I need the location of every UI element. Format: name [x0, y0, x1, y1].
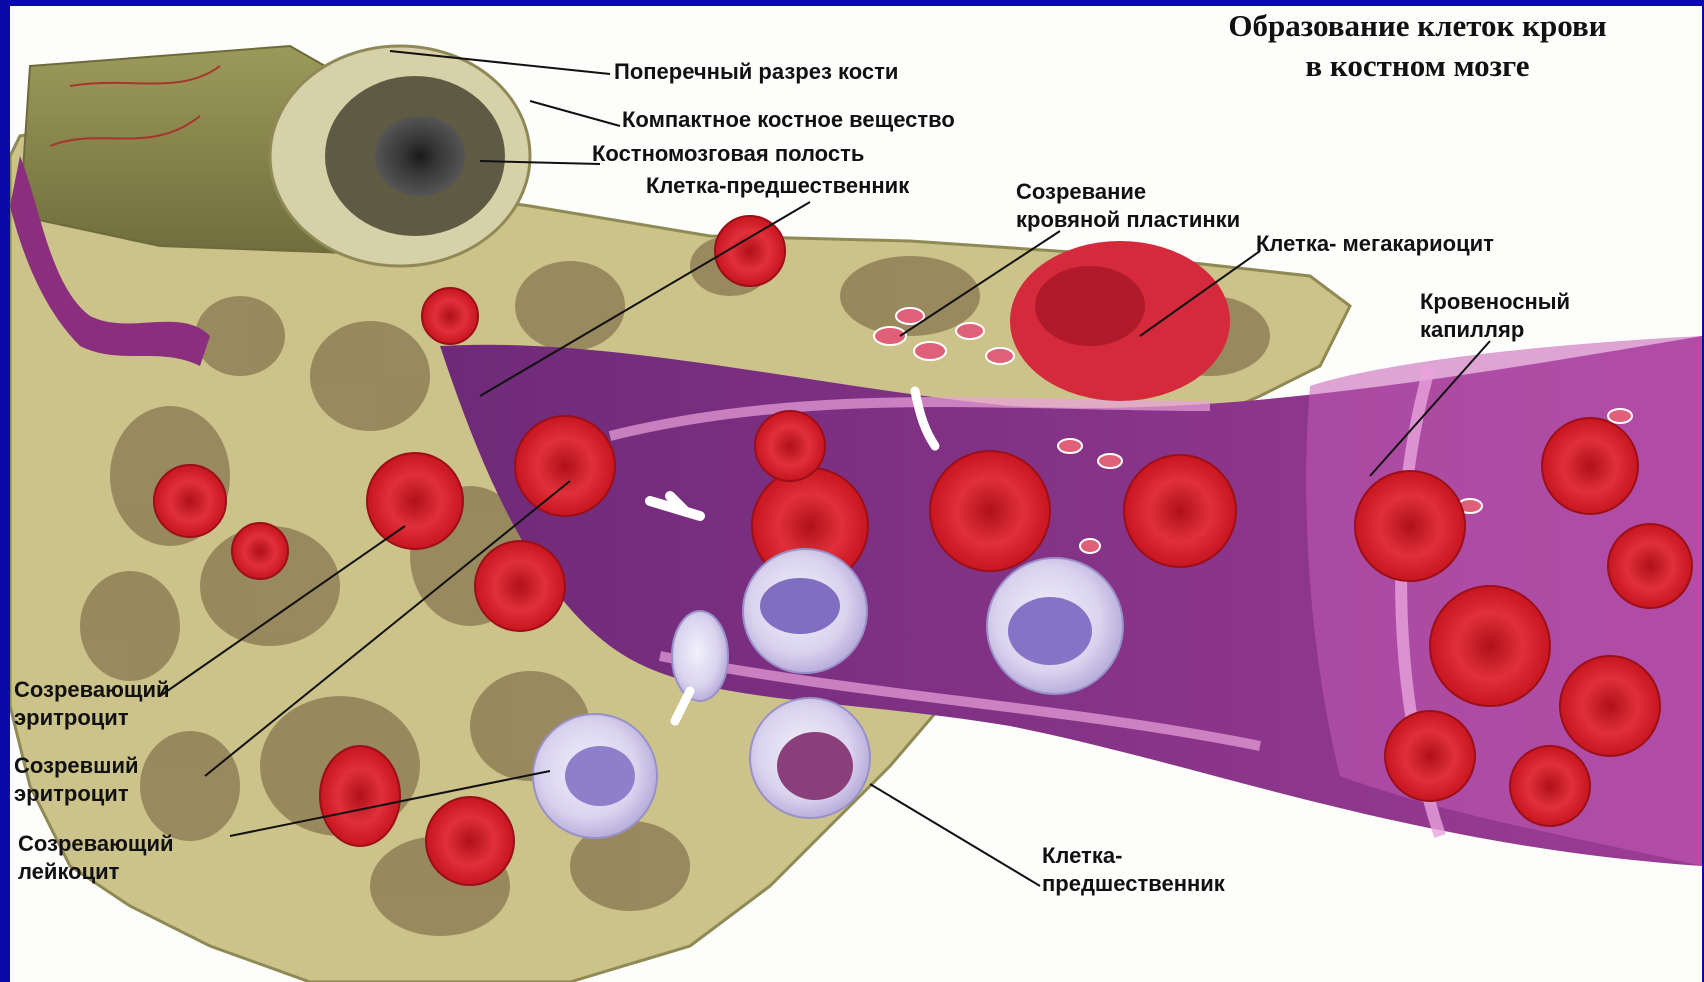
label-progenitor-top: Клетка-предшественник — [646, 172, 909, 200]
title-line-1: Образование клеток крови — [1135, 6, 1700, 46]
label-megakaryocyte: Клетка- мегакариоцит — [1256, 230, 1494, 258]
label-platelet-maturation: Созревание кровяной пластинки — [1016, 178, 1240, 234]
label-bone-cross-section: Поперечный разрез кости — [614, 58, 898, 86]
megakaryocyte — [1010, 241, 1230, 401]
title-line-2: в костном мозге — [1135, 46, 1700, 86]
label-maturing-leukocyte: Созревающий лейкоцит — [18, 830, 174, 886]
long-bone-shaft — [20, 46, 530, 266]
page-title: Образование клеток крови в костном мозге — [1135, 6, 1700, 86]
label-marrow-cavity: Костномозговая полость — [592, 140, 864, 168]
label-compact-bone: Компактное костное вещество — [622, 106, 955, 134]
label-mature-erythrocyte: Созревший эритроцит — [14, 752, 139, 808]
label-progenitor-bottom: Клетка- предшественник — [1042, 842, 1225, 898]
label-maturing-erythrocyte: Созревающий эритроцит — [14, 676, 170, 732]
slide-frame: Образование клеток крови в костном мозге… — [10, 6, 1702, 982]
label-capillary: Кровеносный капилляр — [1420, 288, 1570, 344]
